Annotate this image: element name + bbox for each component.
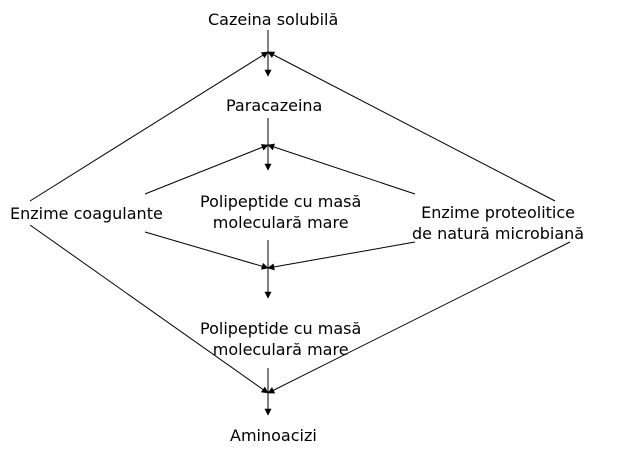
node-amino-acids: Aminoacizi [230,425,317,446]
node-hmw-peptides-line2: moleculară mare [212,213,349,232]
node-coagulating-enzymes: Enzime coagulante [10,203,163,224]
node-casein: Cazeina solubilă [208,9,338,30]
node-proteolytic-enzymes: Enzime proteolitice de natură microbiană [412,202,584,244]
node-lower-peptides: Polipeptide cu masă moleculară mare [200,318,361,360]
node-coagulating-enzymes-label: Enzime coagulante [10,204,163,223]
link-prot-to-peptides [267,143,416,195]
link-coag-to-casein [29,51,269,202]
link-prot-to-casein [267,51,556,202]
node-hmw-peptides: Polipeptide cu masă moleculară mare [200,191,361,233]
node-proteolytic-enzymes-line1: Enzime proteolitice [421,203,576,222]
node-proteolytic-enzymes-line2: de natură microbiană [412,224,585,243]
link-prot-to-lower-peptides [267,241,416,271]
node-lower-peptides-line2: moleculară mare [212,340,349,359]
link-coag-to-peptides [144,144,269,195]
node-lower-peptides-line1: Polipeptide cu masă [200,319,362,338]
node-amino-acids-label: Aminoacizi [230,426,317,445]
link-prot-to-amino [267,241,571,394]
node-hmw-peptides-line1: Polipeptide cu masă [200,192,362,211]
node-paracasein-label: Paracazeina [226,96,323,115]
link-coag-to-amino [29,224,269,394]
node-paracasein: Paracazeina [226,95,322,116]
node-casein-label: Cazeina solubilă [208,10,339,29]
link-coag-to-lower-peptides [144,231,269,270]
